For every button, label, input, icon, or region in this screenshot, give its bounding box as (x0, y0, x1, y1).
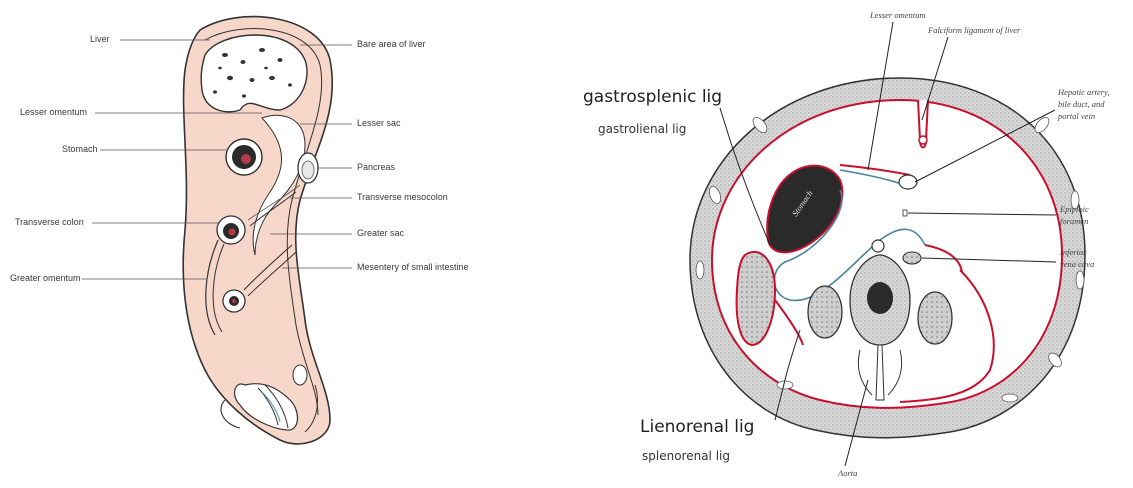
label-mesentery-small-intestine: Mesentery of small intestine (357, 262, 469, 272)
inferior-vena-cava (903, 252, 921, 264)
label-gastrosplenic-lig: gastrosplenic lig (583, 87, 722, 107)
label-pancreas: Pancreas (357, 162, 396, 172)
label-lesser-omentum: Lesser omentum (20, 107, 87, 117)
right-kidney (918, 292, 952, 344)
label-greater-omentum: Greater omentum (10, 273, 81, 283)
label-epiploic-line2: foramen (1060, 216, 1088, 226)
label-transverse-mesocolon: Transverse mesocolon (357, 192, 448, 202)
label-splenorenal-lig: splenorenal lig (642, 449, 730, 463)
label-transverse-colon: Transverse colon (15, 217, 84, 227)
label-bare-area-of-liver: Bare area of liver (357, 39, 426, 49)
transverse-section-diagram: Stomach Lesser omentum Falciform ligamen… (583, 10, 1109, 478)
label-ivc-line2: vena cava (1060, 259, 1094, 269)
label-hepatic-line3: portal vein (1057, 111, 1095, 121)
label-hepatic-line1: Hepatic artery, (1057, 87, 1109, 97)
label-falciform-ligament: Falciform ligament of liver (927, 25, 1021, 35)
sagittal-section-diagram: Liver Lesser omentum Stomach Transverse … (10, 17, 469, 444)
label-lesser-omentum-transverse: Lesser omentum (869, 10, 925, 20)
label-aorta: Aorta (837, 468, 857, 478)
label-lesser-sac: Lesser sac (357, 118, 401, 128)
label-gastrolienal-lig: gastrolienal lig (598, 122, 686, 136)
label-epiploic-line1: Epiploic (1059, 204, 1089, 214)
hepatic-triad (899, 175, 917, 189)
label-lienorenal-lig: Lienorenal lig (640, 417, 754, 437)
label-ivc-line1: Inferior (1059, 247, 1087, 257)
aorta (872, 240, 884, 252)
liver-shape (201, 35, 307, 112)
label-stomach: Stomach (62, 144, 98, 154)
label-greater-sac: Greater sac (357, 228, 405, 238)
left-kidney (808, 286, 842, 338)
label-hepatic-line2: bile duct, and (1058, 99, 1105, 109)
label-liver: Liver (90, 34, 110, 44)
